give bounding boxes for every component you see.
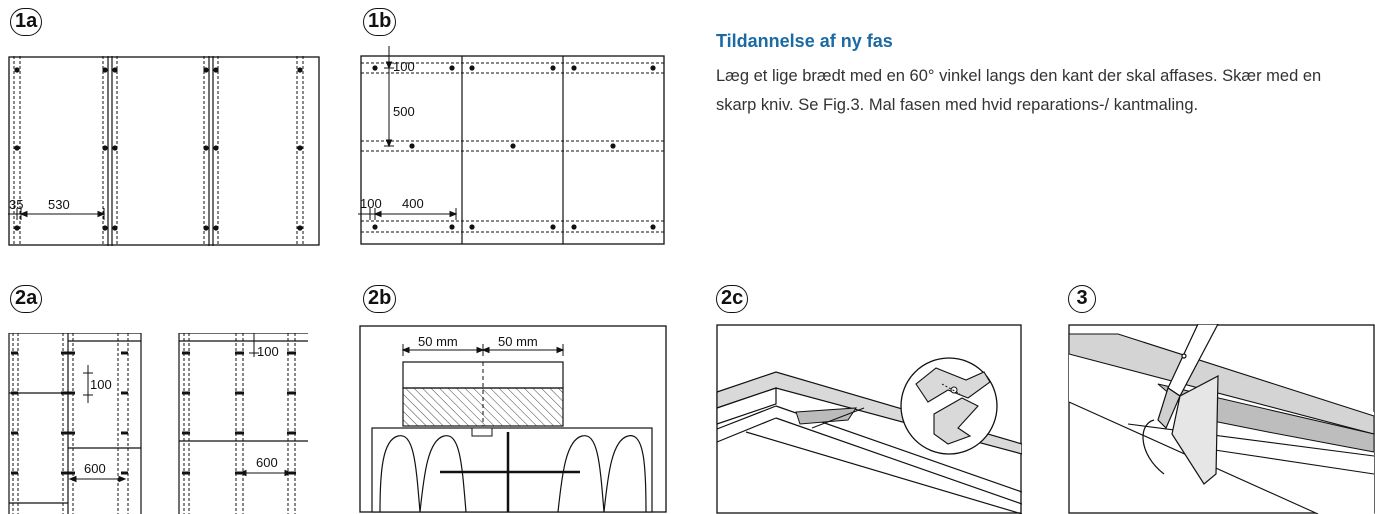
dim-1b-100-vertical: 100 xyxy=(393,59,415,74)
dim-1a-35: 35 xyxy=(9,197,23,212)
figure-3-drawing xyxy=(1068,324,1375,514)
dim-1b-400: 400 xyxy=(402,196,424,211)
figure-1b-drawing: 100 500 100 400 xyxy=(358,46,665,245)
dim-2a-600-right: 600 xyxy=(256,455,278,470)
figure-2b-drawing: 50 mm 50 mm 20 xyxy=(359,325,667,513)
figure-label-1a: 1a xyxy=(10,8,43,36)
figure-1a: 35 530 xyxy=(8,56,320,246)
section-body: Læg et lige brædt med en 60° vinkel lang… xyxy=(716,67,1322,114)
dim-1b-500: 500 xyxy=(393,104,415,119)
dim-2b-50mm-left: 50 mm xyxy=(418,334,458,349)
figure-label-1b: 1b xyxy=(363,8,397,36)
dim-2a-100-right: 100 xyxy=(257,344,279,359)
figure-1a-drawing: 35 530 xyxy=(8,56,320,246)
figure-2c xyxy=(716,324,1022,514)
dim-2b-50mm-right: 50 mm xyxy=(498,334,538,349)
dim-2a-100-left: 100 xyxy=(90,377,112,392)
figure-1b: 100 500 100 400 xyxy=(358,46,668,246)
dim-1b-100-horizontal: 100 xyxy=(360,196,382,211)
figure-label-2a: 2a xyxy=(10,285,43,313)
figure-2a: 100 600 100 600 xyxy=(8,333,308,514)
figure-3 xyxy=(1068,324,1375,514)
dim-2a-600-left: 600 xyxy=(84,461,106,476)
figure-label-2b: 2b xyxy=(363,285,397,313)
section-heading: Tildannelse af ny fas xyxy=(716,31,893,51)
dim-1a-530: 530 xyxy=(48,197,70,212)
figure-label-2c: 2c xyxy=(716,285,749,313)
figure-2c-drawing xyxy=(716,324,1022,514)
figure-2a-drawing: 100 600 100 600 xyxy=(8,333,308,514)
figure-label-3: 3 xyxy=(1068,285,1096,313)
figure-2b: 50 mm 50 mm 20 xyxy=(358,324,668,514)
